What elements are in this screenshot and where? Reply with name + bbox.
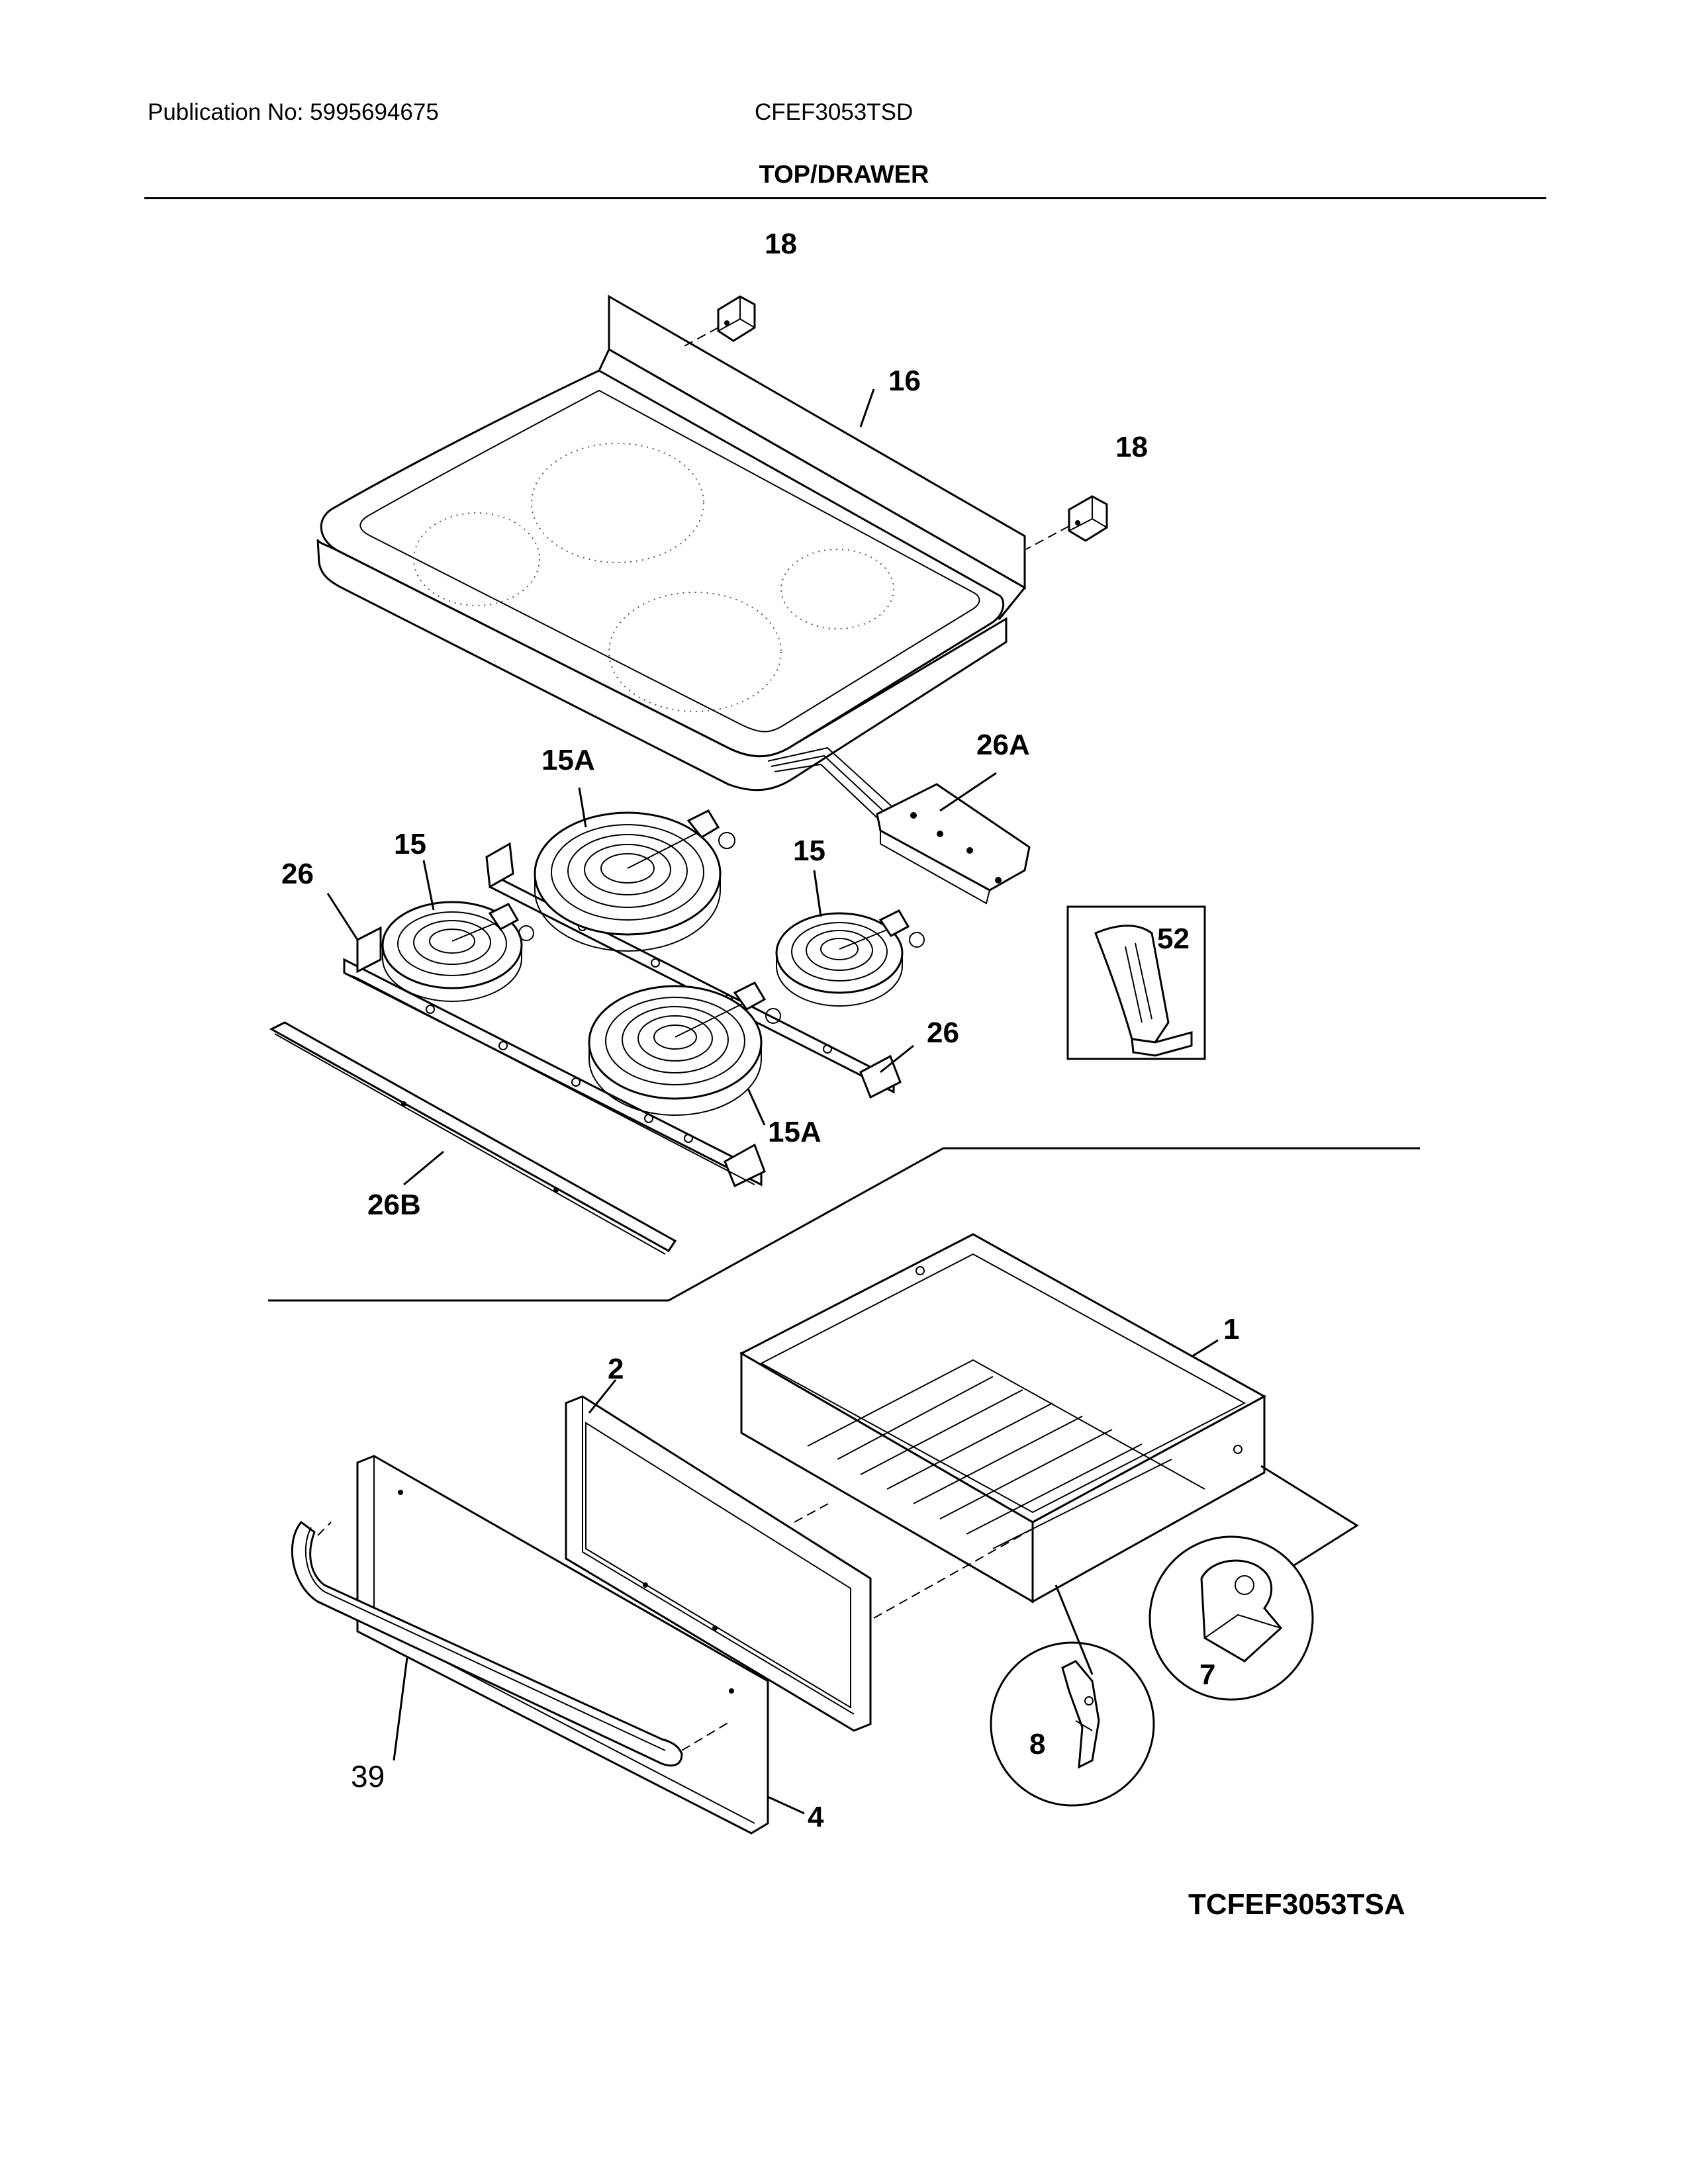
callout-18-right: 18 [1115,431,1148,463]
diagram-code: TCFEF3053TSA [1188,1888,1405,1921]
drawer-inner-panel[interactable] [565,1395,872,1732]
detail-circle-8[interactable] [990,1641,1155,1807]
publication-number: Publication No: 5995694675 [148,99,439,125]
callout-15A-bottom: 15A [768,1116,821,1148]
leader-15A-bottom [747,1088,766,1126]
leader-26-left [326,893,359,940]
callout-26-right: 26 [927,1017,959,1049]
callout-2: 2 [608,1353,624,1385]
panel-guide-a [794,1502,831,1523]
leader-16 [859,388,875,428]
detail-circle-7[interactable] [1149,1535,1314,1701]
surface-element-small-right[interactable] [775,909,925,1007]
leader-2 [588,1379,617,1414]
callout-26-left: 26 [281,858,314,890]
leader-4 [767,1796,805,1815]
element-bracket-left[interactable] [343,926,766,1188]
top-bracket-left[interactable] [717,295,756,342]
leader-15A-top [578,787,587,828]
callout-1: 1 [1223,1313,1239,1345]
drawer-handle[interactable] [291,1520,683,1767]
callout-52: 52 [1157,923,1190,955]
leader-7 [1260,1465,1359,1567]
callout-26B: 26B [367,1189,421,1221]
callout-16: 16 [888,365,921,397]
leader-26B [403,1150,444,1186]
leader-26A [939,772,997,812]
handle-guide-left [317,1522,332,1536]
header-rule [144,197,1546,199]
terminal-block[interactable] [876,783,1031,905]
callout-7: 7 [1199,1659,1215,1691]
model-number: CFEF3053TSD [755,99,914,125]
leader-1 [1191,1339,1219,1358]
callout-18-left: 18 [765,228,797,260]
leader-15-right [813,870,822,917]
surface-element-small-left[interactable] [381,901,534,1002]
leader-15-left [422,860,435,911]
trim-strip[interactable] [269,1021,677,1255]
bracket-right-guide [1025,525,1070,550]
inset-box-52[interactable] [1066,905,1206,1060]
handle-guide-right [681,1720,732,1751]
section-divider [268,1147,1420,1302]
surface-element-large-front[interactable] [588,981,781,1116]
surface-element-large-rear[interactable] [534,809,735,952]
section-title: TOP/DRAWER [759,161,929,189]
callout-39: 39 [351,1759,385,1794]
callout-26A: 26A [976,729,1030,761]
leader-8 [1055,1584,1094,1675]
callout-4: 4 [808,1801,824,1833]
leader-39 [393,1657,408,1761]
callout-15-right: 15 [793,835,825,867]
cooktop-glass-top[interactable] [316,295,1027,825]
drawer-body[interactable] [739,1233,1267,1604]
leader-26-right [880,1044,914,1073]
bracket-left-guide [681,327,719,348]
panel-guide-b [873,1528,1033,1619]
callout-15A-top: 15A [541,744,595,776]
top-bracket-right[interactable] [1068,495,1108,542]
callout-8: 8 [1029,1728,1045,1760]
callout-15-left: 15 [394,828,426,860]
